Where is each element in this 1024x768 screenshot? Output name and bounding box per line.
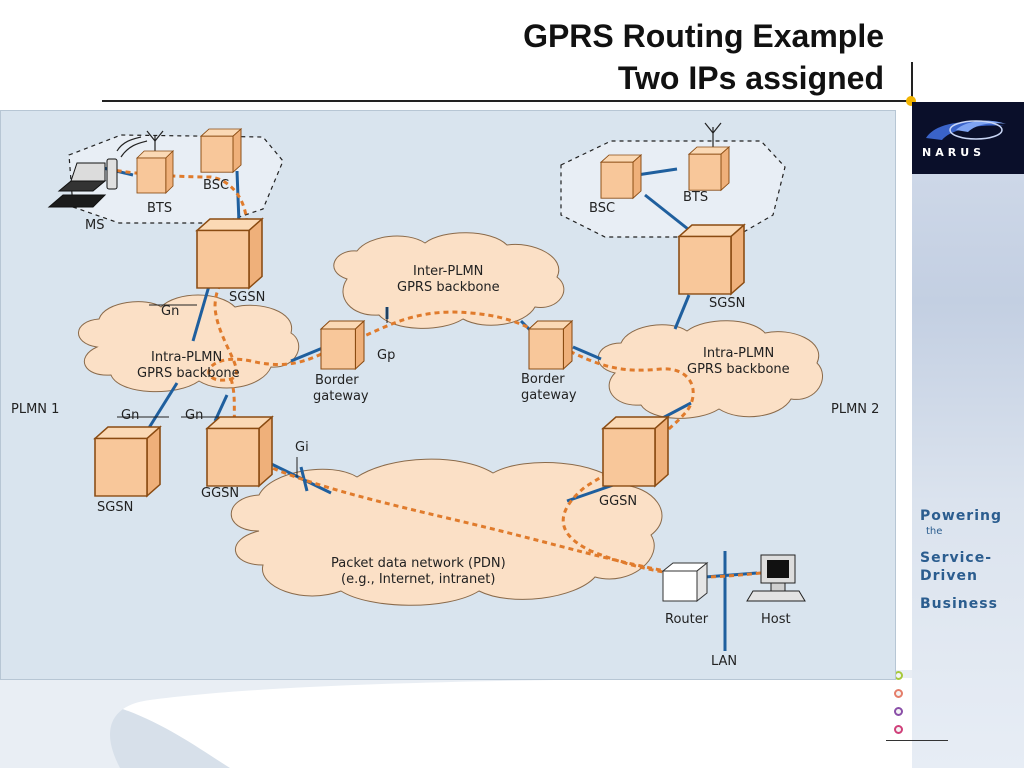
label-plmn-2: PLMN 2 (831, 402, 879, 417)
label-plmn-1: PLMN 1 (11, 402, 59, 417)
label-sgsn-2: SGSN (709, 296, 745, 311)
label-inter-plmn-l2: GPRS backbone (397, 280, 500, 295)
sgsn-node-plmn2 (678, 224, 745, 295)
border-gateway-1 (320, 320, 365, 370)
tagline-service: Service- (920, 550, 993, 566)
nav-dot-2 (894, 689, 903, 698)
decorative-wave (0, 670, 912, 768)
logo-wordmark: NARUS (922, 146, 986, 159)
label-pdn-l1: Packet data network (PDN) (331, 556, 506, 571)
router-icon (661, 561, 709, 603)
label-intra-plmn-2-l1: Intra-PLMN (703, 346, 774, 361)
ggsn-node-plmn1 (206, 416, 273, 487)
title-divider-vertical (911, 62, 913, 102)
title-divider (102, 100, 912, 102)
narus-logo-icon (926, 120, 1006, 140)
label-border-gateway-2-l1: Border (521, 372, 565, 387)
tagline-the: the (926, 526, 943, 537)
label-bts-1: BTS (147, 201, 172, 216)
label-gn-mid: Gn (185, 408, 203, 423)
slide-subtitle: Two IPs assigned (617, 60, 884, 96)
logo-panel (912, 102, 1024, 174)
label-bsc-2: BSC (589, 201, 615, 216)
tagline-powering: Powering (920, 508, 1002, 524)
radio-area-plmn2 (560, 140, 786, 238)
gprs-diagram-svg: MS BTS BSC SGSN Gn Intra-PLMN GPRS backb… (11, 122, 879, 669)
label-intra-plmn-1-l2: GPRS backbone (137, 366, 240, 381)
tagline-business: Business (920, 596, 998, 612)
diagram-labels: MS BTS BSC SGSN Gn Intra-PLMN GPRS backb… (11, 178, 879, 669)
label-pdn-l2: (e.g., Internet, intranet) (341, 572, 495, 587)
label-gp: Gp (377, 348, 395, 363)
cloud-intra-plmn-1 (78, 294, 300, 393)
sgsn-node-plmn1-top (196, 218, 263, 289)
slide-title: GPRS Routing Example (523, 18, 884, 54)
label-gn-left: Gn (121, 408, 139, 423)
corner-dot (906, 96, 916, 106)
sgsn-node-plmn1-bottom (94, 426, 161, 497)
cloud-pdn (230, 458, 663, 606)
ggsn-node-plmn2 (602, 416, 669, 487)
host-computer-icon (746, 554, 806, 602)
nav-dot-4 (894, 725, 903, 734)
label-bts-2: BTS (683, 190, 708, 205)
label-ggsn-1: GGSN (201, 486, 239, 501)
mobile-station-icon (47, 158, 118, 208)
label-gi: Gi (295, 440, 309, 455)
label-border-gateway-1-l1: Border (315, 373, 359, 388)
bts-node-plmn1 (136, 150, 174, 194)
label-ms: MS (85, 218, 104, 233)
label-ggsn-2: GGSN (599, 494, 637, 509)
label-router: Router (665, 612, 709, 627)
cloud-inter-plmn (333, 232, 565, 329)
bsc-node-plmn1 (200, 128, 242, 173)
brand-sidebar (912, 102, 1024, 768)
routing-path (98, 165, 762, 579)
label-lan: LAN (711, 654, 737, 669)
label-border-gateway-2-l2: gateway (521, 388, 577, 403)
nav-dot-3 (894, 707, 903, 716)
label-intra-plmn-1-l1: Intra-PLMN (151, 350, 222, 365)
label-host: Host (761, 612, 791, 627)
bts-node-plmn2 (688, 146, 730, 191)
border-gateway-2 (528, 320, 573, 370)
tagline-driven: Driven (920, 568, 978, 584)
label-inter-plmn-l1: Inter-PLMN (413, 264, 483, 279)
bottom-rule (886, 740, 948, 741)
label-sgsn-1-bottom: SGSN (97, 500, 133, 515)
label-sgsn-1-top: SGSN (229, 290, 265, 305)
label-border-gateway-1-l2: gateway (313, 389, 369, 404)
bsc-node-plmn2 (600, 154, 642, 199)
label-bsc-1: BSC (203, 178, 229, 193)
gprs-diagram: MS BTS BSC SGSN Gn Intra-PLMN GPRS backb… (0, 110, 896, 680)
label-intra-plmn-2-l2: GPRS backbone (687, 362, 790, 377)
label-gn-top: Gn (161, 304, 179, 319)
